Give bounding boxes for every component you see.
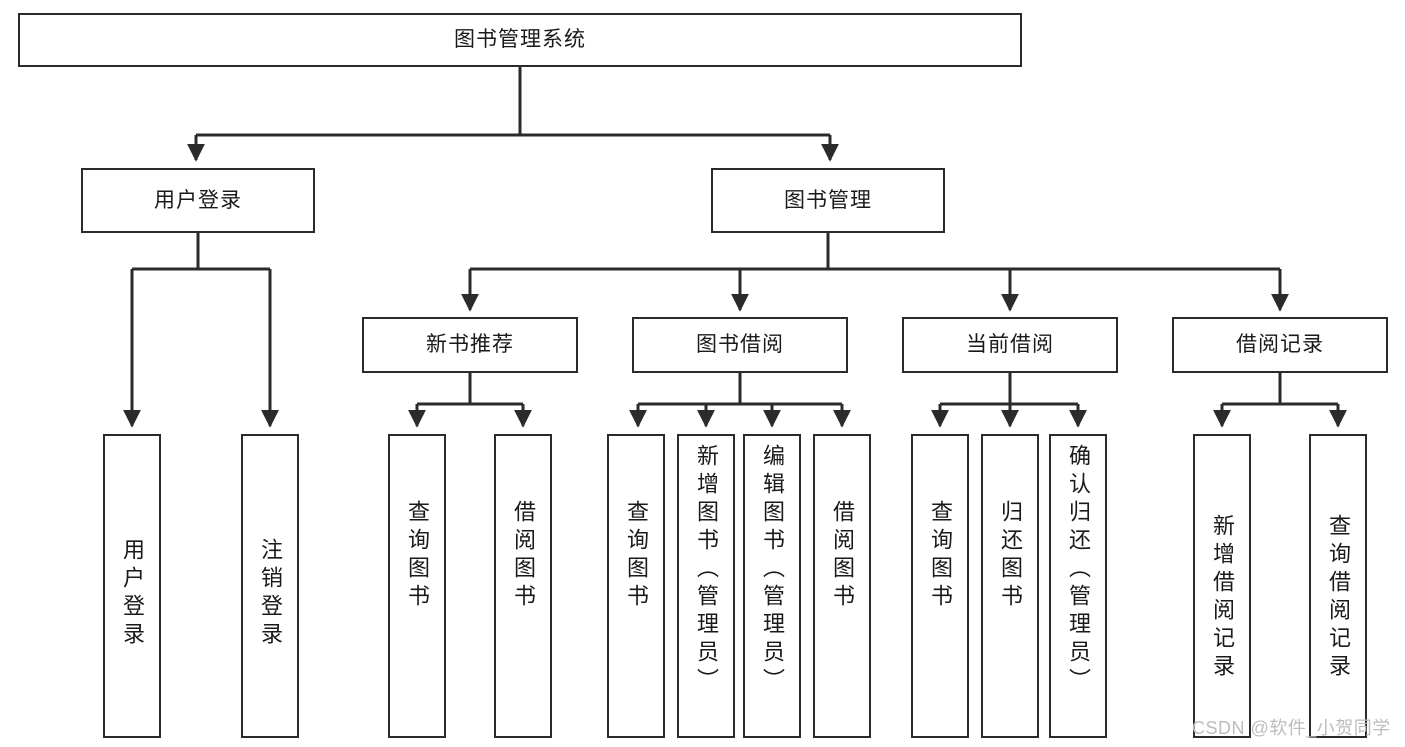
node-root-book-management-system[interactable]: 图书管理系统 [18, 13, 1022, 67]
node-label: 新增借阅记录 [1210, 514, 1235, 682]
leaf-borrow-book-borrow[interactable]: 借阅图书 [813, 434, 871, 738]
node-label: 借阅图书 [511, 500, 536, 612]
node-label: 确认归还（管理员） [1066, 444, 1091, 696]
leaf-borrow-book-new[interactable]: 借阅图书 [494, 434, 552, 738]
node-label: 用户登录 [154, 188, 242, 212]
node-book-management[interactable]: 图书管理 [711, 168, 945, 233]
leaf-add-book-admin[interactable]: 新增图书（管理员） [677, 434, 735, 738]
node-label: 查询借阅记录 [1326, 514, 1351, 682]
leaf-query-book-current[interactable]: 查询图书 [911, 434, 969, 738]
leaf-user-login[interactable]: 用户登录 [103, 434, 161, 738]
node-user-login[interactable]: 用户登录 [81, 168, 315, 233]
leaf-query-borrow-record[interactable]: 查询借阅记录 [1309, 434, 1367, 738]
node-new-book-recommend[interactable]: 新书推荐 [362, 317, 578, 373]
node-label: 查询图书 [624, 500, 649, 612]
node-book-borrow[interactable]: 图书借阅 [632, 317, 848, 373]
node-current-borrow[interactable]: 当前借阅 [902, 317, 1118, 373]
node-label: 编辑图书（管理员） [760, 444, 785, 696]
node-label: 查询图书 [928, 500, 953, 612]
leaf-add-borrow-record[interactable]: 新增借阅记录 [1193, 434, 1251, 738]
leaf-edit-book-admin[interactable]: 编辑图书（管理员） [743, 434, 801, 738]
node-label: 查询图书 [405, 500, 430, 612]
node-label: 新增图书（管理员） [694, 444, 719, 696]
leaf-return-book[interactable]: 归还图书 [981, 434, 1039, 738]
node-label: 图书借阅 [696, 333, 784, 357]
leaf-query-book-new[interactable]: 查询图书 [388, 434, 446, 738]
node-label: 新书推荐 [426, 333, 514, 357]
node-label: 归还图书 [998, 500, 1023, 612]
csdn-watermark: CSDN @软件_小贺同学 [1192, 718, 1391, 738]
node-label: 用户登录 [120, 538, 145, 650]
node-label: 借阅记录 [1236, 333, 1324, 357]
node-label: 图书管理 [784, 188, 872, 212]
node-label: 注销登录 [258, 538, 283, 650]
node-borrow-record[interactable]: 借阅记录 [1172, 317, 1388, 373]
node-label: 图书管理系统 [454, 28, 586, 52]
node-label: 当前借阅 [966, 333, 1054, 357]
leaf-user-logout[interactable]: 注销登录 [241, 434, 299, 738]
leaf-confirm-return-admin[interactable]: 确认归还（管理员） [1049, 434, 1107, 738]
leaf-query-book-borrow[interactable]: 查询图书 [607, 434, 665, 738]
node-label: 借阅图书 [830, 500, 855, 612]
